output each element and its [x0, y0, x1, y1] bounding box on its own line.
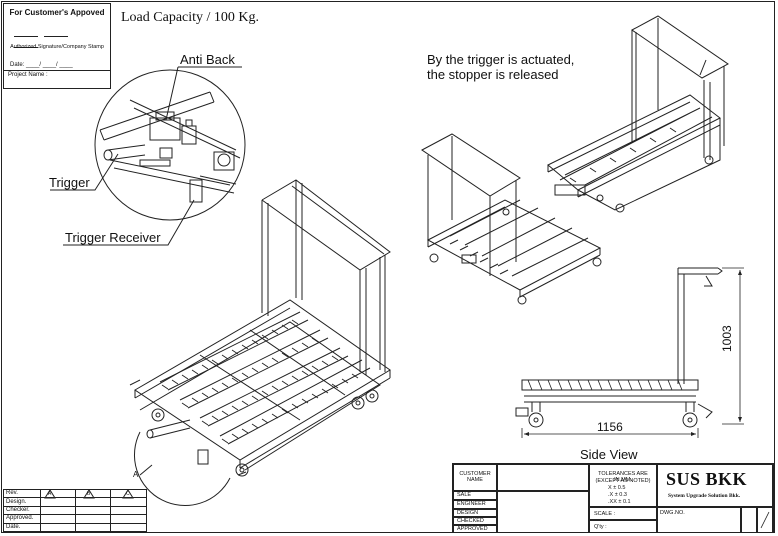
tolerances-title: TOLERANCES ARE IN.MM.: [598, 471, 648, 483]
role-checked: CHECKED: [453, 517, 497, 525]
caption-line-1: By the trigger is actuated,: [427, 52, 575, 67]
anti-back-label: Anti Back: [180, 52, 235, 67]
company-full-name: System Upgrade Solution Bkk.: [668, 493, 741, 499]
detail-view-anti-back: [94, 69, 246, 221]
signature-blanks: [14, 28, 102, 48]
customer-name-label: CUSTOMER NAME: [459, 471, 491, 483]
role-sale: SALE: [453, 491, 497, 500]
trigger-receiver-leader: [63, 199, 195, 246]
rev-row-label: Rev.: [3, 488, 41, 499]
detail-marker-label: A: [133, 470, 139, 479]
rev-row-label: Design.: [3, 497, 41, 507]
rev-mark: A: [48, 491, 52, 497]
sheet-slash-icon: [760, 511, 770, 529]
anti-back-leader: [165, 66, 242, 121]
tolerances-box: TOLERANCES ARE IN.MM. (EXCEPT AS NOTED) …: [589, 464, 657, 507]
customer-approval-box: For Customer's Appoved Authorized Signat…: [3, 3, 111, 89]
role-engineer: ENGINEER: [453, 500, 497, 509]
side-view-label: Side View: [580, 447, 638, 462]
signature-label: Authorized Signature/Company Stamp: [10, 44, 104, 50]
rev-row-label: Checker.: [3, 505, 41, 516]
side-view-drawing: [515, 267, 744, 438]
height-dimension: 1003: [720, 325, 734, 352]
dwg-no-label: DWG.NO.: [657, 507, 741, 533]
role-approved: APPROVED: [453, 525, 497, 533]
approval-title: For Customer's Appoved: [9, 8, 105, 17]
project-name-label: Project Name :: [8, 72, 48, 78]
rev-mark: C: [126, 491, 130, 497]
caption-line-2: the stopper is released: [427, 67, 559, 82]
trigger-caption: By the trigger is actuated, the stopper …: [427, 52, 574, 82]
company-box: SUS BKK System Upgrade Solution Bkk.: [657, 464, 773, 507]
rev-row-label: Date.: [3, 522, 41, 533]
tolerance-row: .X ± 0.3: [608, 492, 627, 498]
load-capacity-label: Load Capacity / 100 Kg.: [121, 10, 260, 25]
rev-row-label: Approved.: [3, 514, 41, 524]
role-design: DESIGN: [453, 509, 497, 517]
date-label: Date: ____/ ____/ ____: [10, 62, 73, 68]
main-cart-isometric: [129, 179, 391, 506]
title-block: CUSTOMER NAME SALE ENGINEER DESIGN CHECK…: [452, 463, 774, 533]
connected-carts-isometric: [421, 15, 729, 305]
qty-label: Q'ty :: [589, 520, 657, 533]
tolerances-note: (EXCEPT AS NOTED): [595, 478, 651, 484]
tolerance-row: X ± 0.5: [608, 485, 626, 491]
trigger-receiver-label: Trigger Receiver: [65, 230, 161, 245]
rev-mark: B: [87, 491, 91, 497]
scale-label: SCALE :: [589, 507, 657, 520]
revision-table: Rev. Design. Checker. Approved. Date.: [3, 488, 147, 533]
tolerance-row: .XX ± 0.1: [608, 499, 631, 505]
company-name: SUS BKK: [666, 469, 748, 489]
trigger-leader: [50, 153, 119, 191]
trigger-label: Trigger: [49, 175, 90, 190]
width-dimension: 1156: [597, 420, 623, 434]
